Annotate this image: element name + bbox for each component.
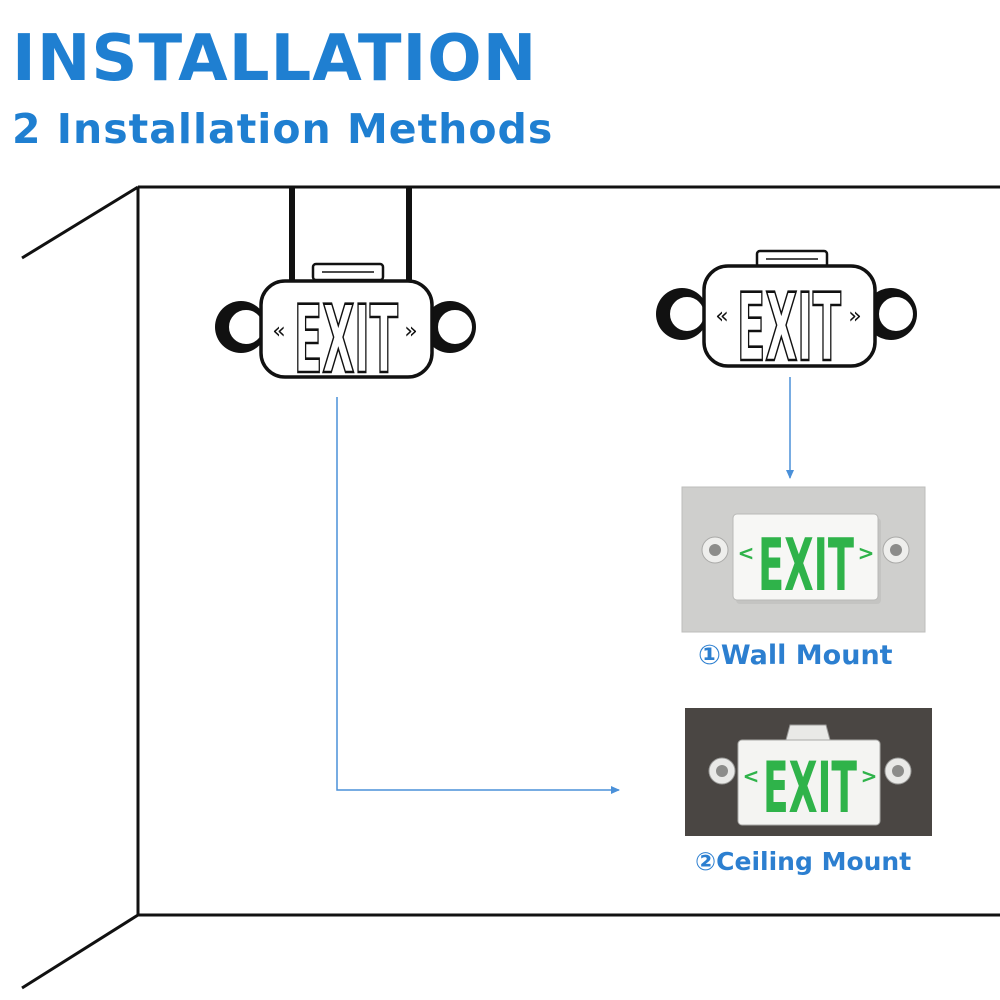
mounting-canopy	[785, 724, 831, 741]
chevron-right-icon: »	[848, 304, 861, 329]
lamp-lens-left	[227, 308, 265, 346]
ceiling-mount-caption: ②Ceiling Mount	[695, 847, 912, 876]
chevron-right-icon: »	[404, 319, 417, 344]
chevron-left-icon: «	[715, 304, 728, 329]
lamp-bulb-left	[716, 765, 728, 777]
ceiling-leader-arrow	[336, 397, 620, 794]
sign-housing	[702, 264, 877, 368]
sign-housing	[732, 513, 879, 601]
sign-housing	[259, 279, 434, 379]
chevron-left-icon: <	[743, 764, 760, 788]
photo-frame	[681, 486, 926, 633]
ceiling-mount-sign-sketch: EXIT « »	[215, 187, 476, 396]
lamp-lens-right	[877, 295, 915, 333]
wall-mount-sign-sketch: EXIT « »	[656, 249, 917, 384]
lamp-lens-right	[436, 308, 474, 346]
lamp-lens-left	[668, 295, 706, 333]
chevron-left-icon: <	[738, 541, 755, 565]
page-subtitle: 2 Installation Methods	[12, 105, 554, 153]
chevron-right-icon: >	[858, 541, 875, 565]
exit-lettering: EXIT	[737, 274, 841, 383]
exit-lettering: EXIT	[294, 286, 398, 395]
ceiling-mount-photo: EXIT < >	[685, 708, 932, 836]
floor-side-edge	[21, 913, 139, 990]
room-outline	[21, 185, 1000, 990]
lamp-bulb-right	[892, 765, 904, 777]
page-title: INSTALLATION	[12, 22, 538, 96]
wall-mount-photo: EXIT < >	[681, 486, 926, 633]
lamp-bulb-right	[890, 544, 902, 556]
chevron-right-icon: >	[861, 764, 878, 788]
lamp-bulb-left	[709, 544, 721, 556]
chevron-left-icon: «	[272, 319, 285, 344]
exit-lettering: EXIT	[758, 523, 854, 607]
exit-lettering: EXIT	[763, 747, 857, 829]
sign-housing	[737, 739, 881, 826]
ceiling-side-edge	[21, 185, 139, 260]
wall-mount-caption: ①Wall Mount	[698, 640, 893, 671]
